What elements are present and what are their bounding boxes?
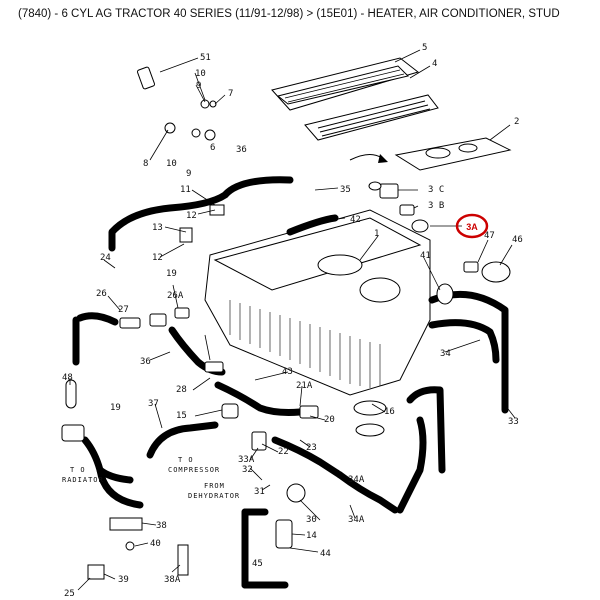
callout: 10 bbox=[195, 69, 206, 79]
hoses bbox=[72, 176, 509, 589]
callout: 38A bbox=[164, 575, 181, 585]
callout: 23 bbox=[306, 443, 317, 453]
callout: 7 bbox=[228, 89, 233, 99]
callout: 32 bbox=[242, 465, 253, 475]
callout: 15 bbox=[176, 411, 187, 421]
callout: 42 bbox=[350, 215, 361, 225]
callout: 11 bbox=[180, 185, 191, 195]
note-to-radiator: T O bbox=[70, 466, 86, 474]
callout: 26 bbox=[96, 289, 107, 299]
callout: 34 bbox=[440, 349, 451, 359]
leader-lines bbox=[69, 49, 516, 591]
callout: 24 bbox=[100, 253, 111, 263]
destination-notes: T O RADIATOR T O COMPRESSOR FROM DEHYDRA… bbox=[62, 456, 240, 500]
callout: 26A bbox=[167, 291, 184, 301]
callout: 9 bbox=[186, 169, 191, 179]
callout: 22 bbox=[278, 447, 289, 457]
callout: 19 bbox=[110, 403, 121, 413]
fittings bbox=[61, 66, 511, 580]
callout: 21A bbox=[296, 381, 313, 391]
callout: 16 bbox=[384, 407, 395, 417]
callout: 6 bbox=[210, 143, 215, 153]
callout: 44 bbox=[320, 549, 331, 559]
note-from-dehydrator: DEHYDRATOR bbox=[188, 492, 240, 500]
callout: 12 bbox=[152, 253, 163, 263]
callout: 47 bbox=[484, 231, 495, 241]
callout: 41 bbox=[420, 251, 431, 261]
callout: 38 bbox=[156, 521, 167, 531]
callout: 43 bbox=[282, 367, 293, 377]
callout: 46 bbox=[512, 235, 523, 245]
filter-assembly bbox=[271, 57, 512, 171]
callout: 3 B bbox=[428, 201, 444, 211]
callout: 9 bbox=[196, 81, 201, 91]
note-to-compressor: T O bbox=[178, 456, 194, 464]
highlight-circle bbox=[455, 213, 489, 239]
callout: 12 bbox=[186, 211, 197, 221]
callout: 36 bbox=[140, 357, 151, 367]
callout: 5 bbox=[422, 43, 427, 53]
callout: 34A bbox=[348, 475, 365, 485]
callout: 1 bbox=[374, 229, 379, 239]
callout-labels: 51 10 9 7 5 4 8 10 9 6 36 2 3 C 35 11 3 … bbox=[62, 43, 523, 599]
callout: 30 bbox=[306, 515, 317, 525]
callout: 34A bbox=[348, 515, 365, 525]
callout: 51 bbox=[200, 53, 211, 63]
callout: 35 bbox=[340, 185, 351, 195]
callout: 25 bbox=[64, 589, 75, 599]
callout: 33A bbox=[238, 455, 255, 465]
callout: 28 bbox=[176, 385, 187, 395]
callout: 4 bbox=[432, 59, 437, 69]
callout: 2 bbox=[514, 117, 519, 127]
callout: 36 bbox=[236, 145, 247, 155]
page-title: (7840) - 6 CYL AG TRACTOR 40 SERIES (11/… bbox=[18, 8, 560, 20]
callout: 8 bbox=[143, 159, 148, 169]
note-to-compressor: COMPRESSOR bbox=[168, 466, 220, 474]
callout: 13 bbox=[152, 223, 163, 233]
callout: 45 bbox=[252, 559, 263, 569]
note-to-radiator: RADIATOR bbox=[62, 476, 104, 484]
callout: 27 bbox=[118, 305, 129, 315]
callout: 31 bbox=[254, 487, 265, 497]
callout: 33 bbox=[508, 417, 519, 427]
callout: 37 bbox=[148, 399, 159, 409]
callout-3a-highlighted: 3A bbox=[466, 222, 478, 232]
callout: 20 bbox=[324, 415, 335, 425]
heater-core bbox=[204, 209, 431, 437]
callout: 39 bbox=[118, 575, 129, 585]
callout: 10 bbox=[166, 159, 177, 169]
callout: 3 C bbox=[428, 185, 444, 195]
callout: 48 bbox=[62, 373, 73, 383]
callout: 14 bbox=[306, 531, 317, 541]
callout: 40 bbox=[150, 539, 161, 549]
note-from-dehydrator: FROM bbox=[204, 482, 225, 490]
callout: 19 bbox=[166, 269, 177, 279]
